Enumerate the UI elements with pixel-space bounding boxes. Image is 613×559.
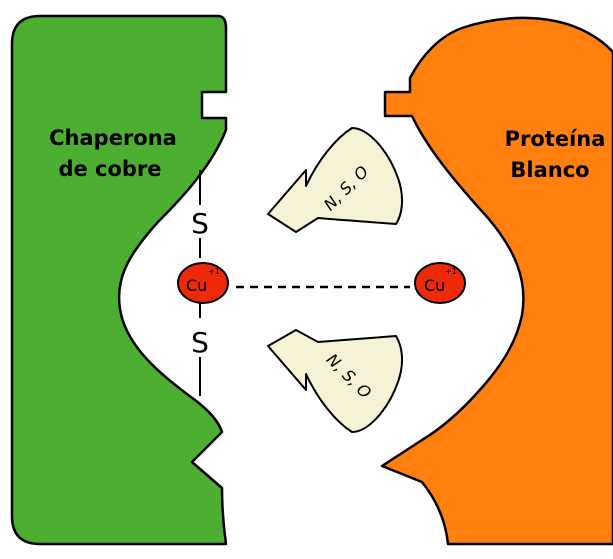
chaperone-label-line1: Chaperona xyxy=(49,126,177,150)
target-label-line1: Proteína xyxy=(505,127,606,151)
sulfur-upper: S xyxy=(191,207,209,240)
copper-ion-right: Cu +1 xyxy=(415,263,465,303)
target-label-line2: Blanco xyxy=(510,158,589,182)
copper-left-symbol: Cu xyxy=(186,276,207,295)
copper-ion-left: Cu +1 xyxy=(178,263,228,303)
copper-right-charge: +1 xyxy=(445,267,457,276)
ligand-arrow-lower: N, S, O xyxy=(268,330,402,432)
ligand-arrow-upper: N, S, O xyxy=(268,128,402,232)
copper-left-charge: +1 xyxy=(208,267,220,276)
copper-right-symbol: Cu xyxy=(424,276,445,295)
sulfur-lower: S xyxy=(191,326,209,359)
chaperone-label-line2: de cobre xyxy=(58,157,161,181)
